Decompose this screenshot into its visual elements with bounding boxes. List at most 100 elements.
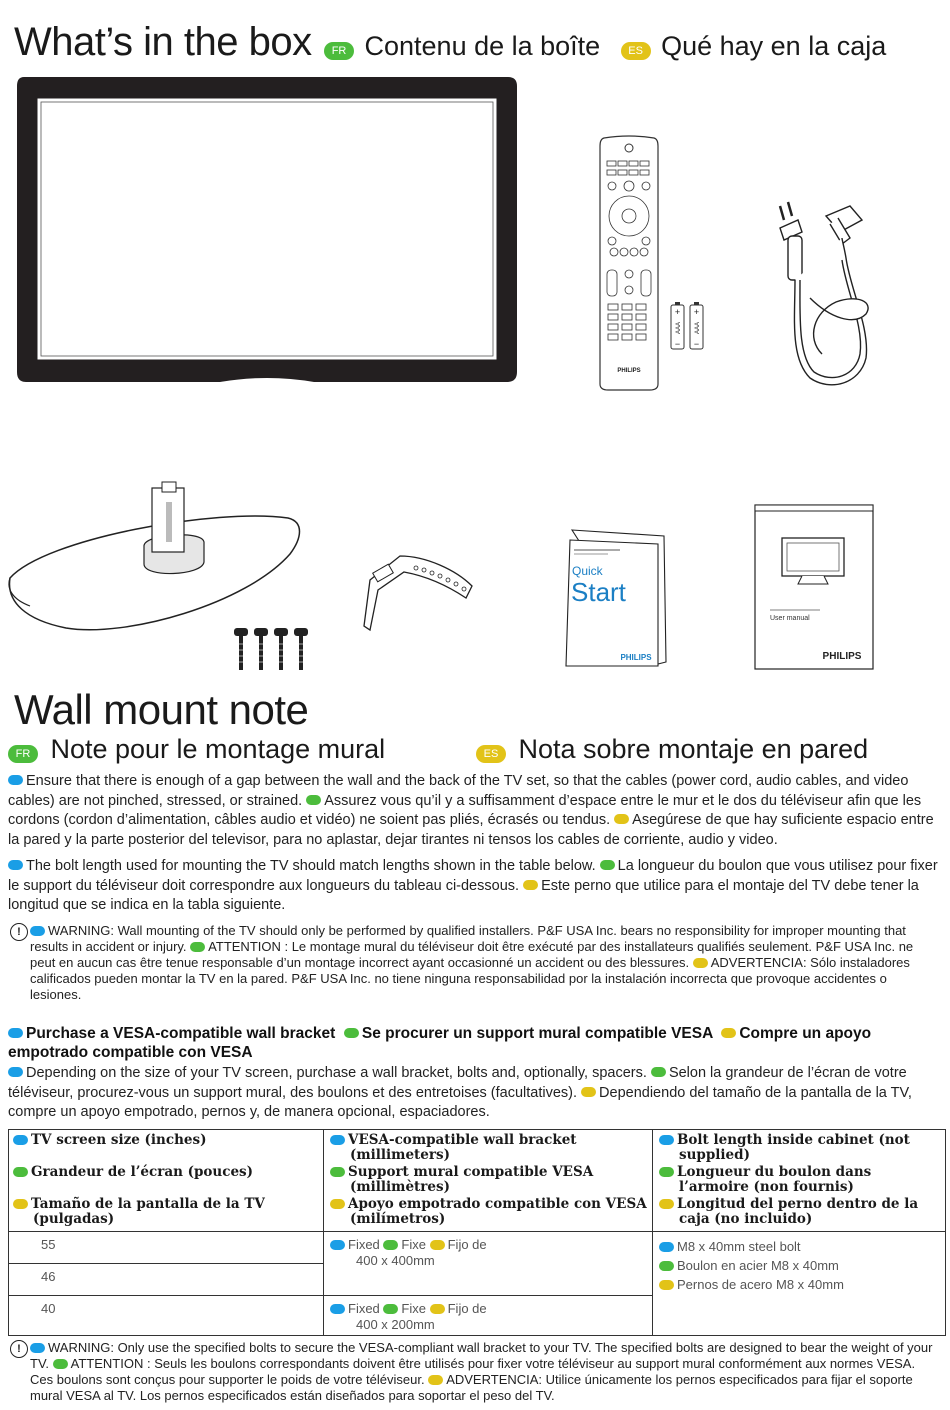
bracket-a-size: 400 x 400mm: [356, 1253, 435, 1268]
fr-badge: FR: [324, 41, 355, 60]
warning2-text-en: WARNING: Only use the specified bolts to…: [30, 1340, 933, 1371]
french-dot-icon: [190, 941, 206, 952]
spanish-dot-icon: [721, 1027, 737, 1038]
manual-label: User manual: [770, 615, 810, 622]
box-header: What’s in the box FR Contenu de la boîte…: [14, 20, 886, 65]
french-dot-icon: [13, 1166, 28, 1177]
spanish-dot-icon: [428, 1374, 444, 1385]
user-manual-illustration: User manual PHILIPS: [754, 504, 874, 670]
header-bracket: VESA-compatible wall bracket (millimeter…: [323, 1129, 653, 1232]
battery-label: AAA: [695, 322, 701, 334]
bolt-length-paragraph: The bolt length used for mounting the TV…: [8, 857, 938, 916]
header-screen-size: TV screen size (inches) Grandeur de l’éc…: [8, 1129, 324, 1232]
header-bolt-fr: Longueur du boulon dans l’armoire (non f…: [677, 1164, 872, 1195]
bracket-b-es: Fijo de: [447, 1301, 487, 1316]
purchase-en: Purchase a VESA-compatible wall bracket: [26, 1025, 336, 1042]
bolt-text-fr: La longueur du boulon que vous utilisez …: [8, 858, 938, 894]
gap-text-fr: Assurez vous qu’il y a suffisamment d’es…: [8, 792, 922, 829]
bracket-cell: Fixed Fixe Fijo de 400 x 200mm: [323, 1295, 653, 1336]
box-title-fr: Contenu de la boîte: [364, 31, 601, 61]
header-bracket-fr: Support mural compatible VESA (millimètr…: [348, 1164, 594, 1195]
svg-text:−: −: [675, 339, 680, 349]
size-cell: 40: [8, 1295, 324, 1336]
bracket-b-fr: Fixe: [401, 1301, 426, 1316]
bolt-text-en: The bolt length used for mounting the TV…: [26, 858, 596, 874]
english-dot-icon: [330, 1134, 345, 1145]
es-badge: ES: [620, 41, 651, 60]
french-dot-icon: [650, 1067, 666, 1078]
wall-subtitle-es: ES Nota sobre montaje en pared: [476, 734, 868, 765]
spanish-dot-icon: [523, 879, 539, 890]
header-screen-size-es: Tamaño de la pantalla de la TV (pulgadas…: [31, 1196, 265, 1227]
spanish-dot-icon: [330, 1198, 345, 1209]
header-screen-size-en: TV screen size (inches): [31, 1132, 207, 1148]
warning2-text-es: ADVERTENCIA: Utilice únicamente los pern…: [30, 1372, 913, 1403]
header-screen-size-fr: Grandeur de l’écran (pouces): [31, 1164, 254, 1180]
warning2-text-fr: ATTENTION : Seuls les boulons correspond…: [30, 1356, 916, 1387]
bracket-cell: Fixed Fixe Fijo de 400 x 400mm: [323, 1231, 653, 1296]
purchase-text-es: Dependiendo del tamaño de la pantalla de…: [8, 1084, 912, 1121]
purchase-heading: Purchase a VESA-compatible wall bracket …: [8, 1024, 938, 1062]
warning1-text-fr: ATTENTION : Le montage mural du télévise…: [30, 939, 914, 970]
bolt-fr: Boulon en acier M8 x 40mm: [677, 1258, 839, 1273]
quickstart-line2: Start: [571, 577, 627, 607]
bolt-warning: ! WARNING: Only use the specified bolts …: [8, 1340, 936, 1404]
french-dot-icon: [306, 794, 322, 805]
tv-illustration: [17, 77, 517, 382]
spanish-dot-icon: [659, 1198, 674, 1209]
stand-base-illustration: [8, 481, 301, 631]
bracket-a-fr: Fixe: [401, 1237, 426, 1252]
vesa-table: TV screen size (inches) Grandeur de l’éc…: [8, 1129, 946, 1336]
spanish-dot-icon: [581, 1086, 597, 1097]
french-dot-icon: [659, 1166, 674, 1177]
english-dot-icon: [659, 1241, 674, 1252]
fr-badge: FR: [8, 744, 38, 763]
table-row: 55 Fixed Fixe Fijo de 400 x 400mm M8 x 4…: [8, 1231, 946, 1336]
bracket-a-es: Fijo de: [447, 1237, 487, 1252]
wall-title: Wall mount note: [14, 686, 309, 733]
english-dot-icon: [659, 1134, 674, 1145]
battery-label: AAA: [676, 322, 682, 334]
purchase-es: Compre un apoyo empotrado compatible con…: [8, 1025, 872, 1061]
installer-warning: ! WARNING: Wall mounting of the TV shoul…: [8, 923, 936, 1003]
bolt-es: Pernos de acero M8 x 40mm: [677, 1277, 844, 1292]
english-dot-icon: [30, 1342, 45, 1353]
remote-control-illustration: PHILIPS: [599, 135, 659, 391]
english-dot-icon: [330, 1303, 345, 1314]
french-dot-icon: [599, 860, 615, 871]
batteries-illustration: + + − − AAA AAA: [670, 302, 704, 350]
spanish-dot-icon: [614, 814, 630, 825]
screws-illustration: [234, 628, 308, 670]
french-dot-icon: [383, 1239, 399, 1250]
svg-text:−: −: [694, 339, 699, 349]
power-cord-illustration: [778, 201, 869, 386]
quickstart-brand: PHILIPS: [620, 653, 652, 662]
box-title-es: Qué hay en la caja: [661, 31, 887, 61]
box-title: What’s in the box: [14, 20, 312, 64]
english-dot-icon: [8, 1027, 23, 1038]
table-header-row: TV screen size (inches) Grandeur de l’éc…: [8, 1129, 946, 1232]
wall-title-fr: Note pour le montage mural: [50, 734, 386, 764]
english-dot-icon: [13, 1134, 28, 1145]
french-dot-icon: [343, 1027, 359, 1038]
spanish-dot-icon: [13, 1198, 28, 1209]
wall-title-es: Nota sobre montaje en pared: [518, 734, 869, 764]
purchase-text-en: Depending on the size of your TV screen,…: [26, 1065, 647, 1081]
manual-brand: PHILIPS: [823, 651, 862, 662]
french-dot-icon: [659, 1260, 674, 1271]
header-bolt-es: Longitud del perno dentro de la caja (no…: [677, 1196, 919, 1227]
header-bracket-en: VESA-compatible wall bracket (millimeter…: [348, 1132, 577, 1163]
purchase-paragraph: Depending on the size of your TV screen,…: [8, 1064, 938, 1123]
spanish-dot-icon: [429, 1303, 445, 1314]
size-cell: 46: [8, 1263, 324, 1296]
quick-start-guide-illustration: Quick Start PHILIPS: [565, 529, 667, 667]
bolt-en: M8 x 40mm steel bolt: [677, 1239, 801, 1254]
spanish-dot-icon: [429, 1239, 445, 1250]
purchase-text-fr: Selon la grandeur de l’écran de votre té…: [8, 1065, 907, 1101]
header-bolt-length: Bolt length inside cabinet (not supplied…: [652, 1129, 946, 1232]
quickstart-line1: Quick: [572, 564, 604, 578]
purchase-fr: Se procurer un support mural compatible …: [361, 1025, 713, 1042]
table-row: 46: [8, 1263, 946, 1296]
warning-icon: !: [10, 1340, 28, 1358]
size-cell: 55: [8, 1231, 324, 1264]
